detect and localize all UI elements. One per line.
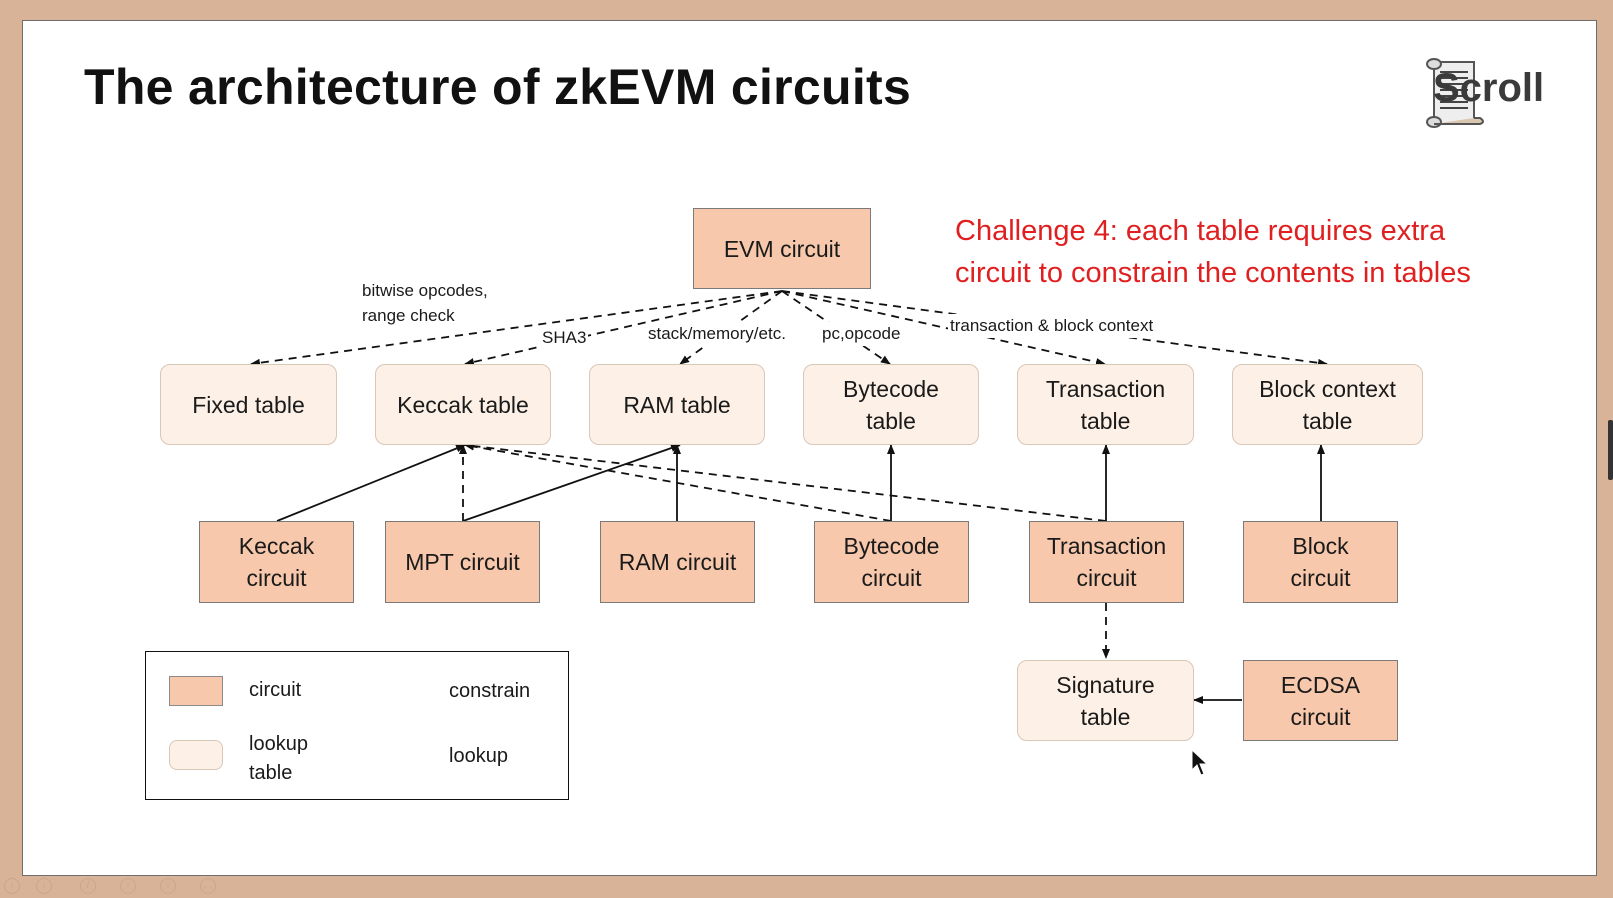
legend-lookup-label: lookup	[449, 745, 508, 767]
mouse-pointer-icon	[1191, 748, 1209, 776]
edge-evm-keccak	[464, 290, 783, 366]
edge-mptcircuit-ramtable	[462, 444, 681, 522]
pen-icon[interactable]: /	[80, 878, 96, 894]
edge-evm-block	[781, 290, 1328, 367]
edge-label-bitwise-1: bitwise opcodes,	[362, 281, 488, 300]
signature-table-box: Signature table	[1017, 660, 1194, 741]
edge-label-tx-block: transaction & block context	[948, 314, 1156, 338]
keccak-table-box: Keccak table	[375, 364, 551, 445]
prev-slide-icon[interactable]: ‹	[4, 878, 20, 894]
edge-label-bitwise-2: range check	[362, 306, 455, 325]
edge-keccakcircuit-keccaktable	[276, 444, 466, 522]
edge-bytecodecircuit-keccaktable	[464, 442, 892, 522]
fixed-table-box: Fixed table	[160, 364, 337, 445]
mpt-circuit-box: MPT circuit	[385, 521, 540, 603]
challenge-line-2: circuit to constrain the contents in tab…	[955, 257, 1471, 289]
slides-icon[interactable]: ▫	[120, 878, 136, 894]
next-slide-icon[interactable]: ›	[36, 878, 52, 894]
logo-text: Scroll	[1433, 66, 1545, 110]
presentation-controls: ‹ › / ▫ ○ …	[0, 874, 260, 898]
ecdsa-circuit-box: ECDSA circuit	[1243, 660, 1398, 741]
legend: circuit lookup table constrain lookup	[145, 651, 569, 800]
transaction-table-box: Transaction table	[1017, 364, 1194, 445]
legend-table-label-2: table	[249, 762, 293, 784]
legend-constrain-label: constrain	[449, 680, 531, 702]
challenge-line-1: Challenge 4: each table requires extra	[955, 215, 1446, 247]
block-circuit-box: Block circuit	[1243, 521, 1398, 603]
block-context-table-box: Block context table	[1232, 364, 1423, 445]
challenge-note: Challenge 4: each table requires extra c…	[955, 210, 1471, 294]
more-options-icon[interactable]: …	[200, 878, 216, 894]
scroll-handle[interactable]	[1608, 420, 1613, 480]
legend-circuit-swatch	[169, 676, 223, 706]
legend-table-label-1: lookup	[249, 733, 308, 755]
edge-label-pc: pc,opcode	[820, 322, 903, 346]
ram-circuit-box: RAM circuit	[600, 521, 755, 603]
ram-table-box: RAM table	[589, 364, 765, 445]
edge-txcircuit-keccaktable	[464, 442, 1107, 522]
slide-title: The architecture of zkEVM circuits	[84, 59, 912, 115]
evm-circuit-box: EVM circuit	[693, 208, 871, 289]
edge-label-sha3: SHA3	[540, 326, 589, 350]
scroll-logo-icon	[1426, 58, 1484, 128]
edge-evm-bytecode	[781, 290, 891, 365]
zoom-icon[interactable]: ○	[160, 878, 176, 894]
edge-label-stack: stack/memory/etc.	[646, 322, 788, 346]
legend-table-swatch	[169, 740, 223, 770]
bytecode-circuit-box: Bytecode circuit	[814, 521, 969, 603]
edge-evm-fixed	[250, 290, 783, 367]
transaction-circuit-box: Transaction circuit	[1029, 521, 1184, 603]
keccak-circuit-box: Keccak circuit	[199, 521, 354, 603]
bytecode-table-box: Bytecode table	[803, 364, 979, 445]
legend-circuit-label: circuit	[249, 679, 302, 701]
